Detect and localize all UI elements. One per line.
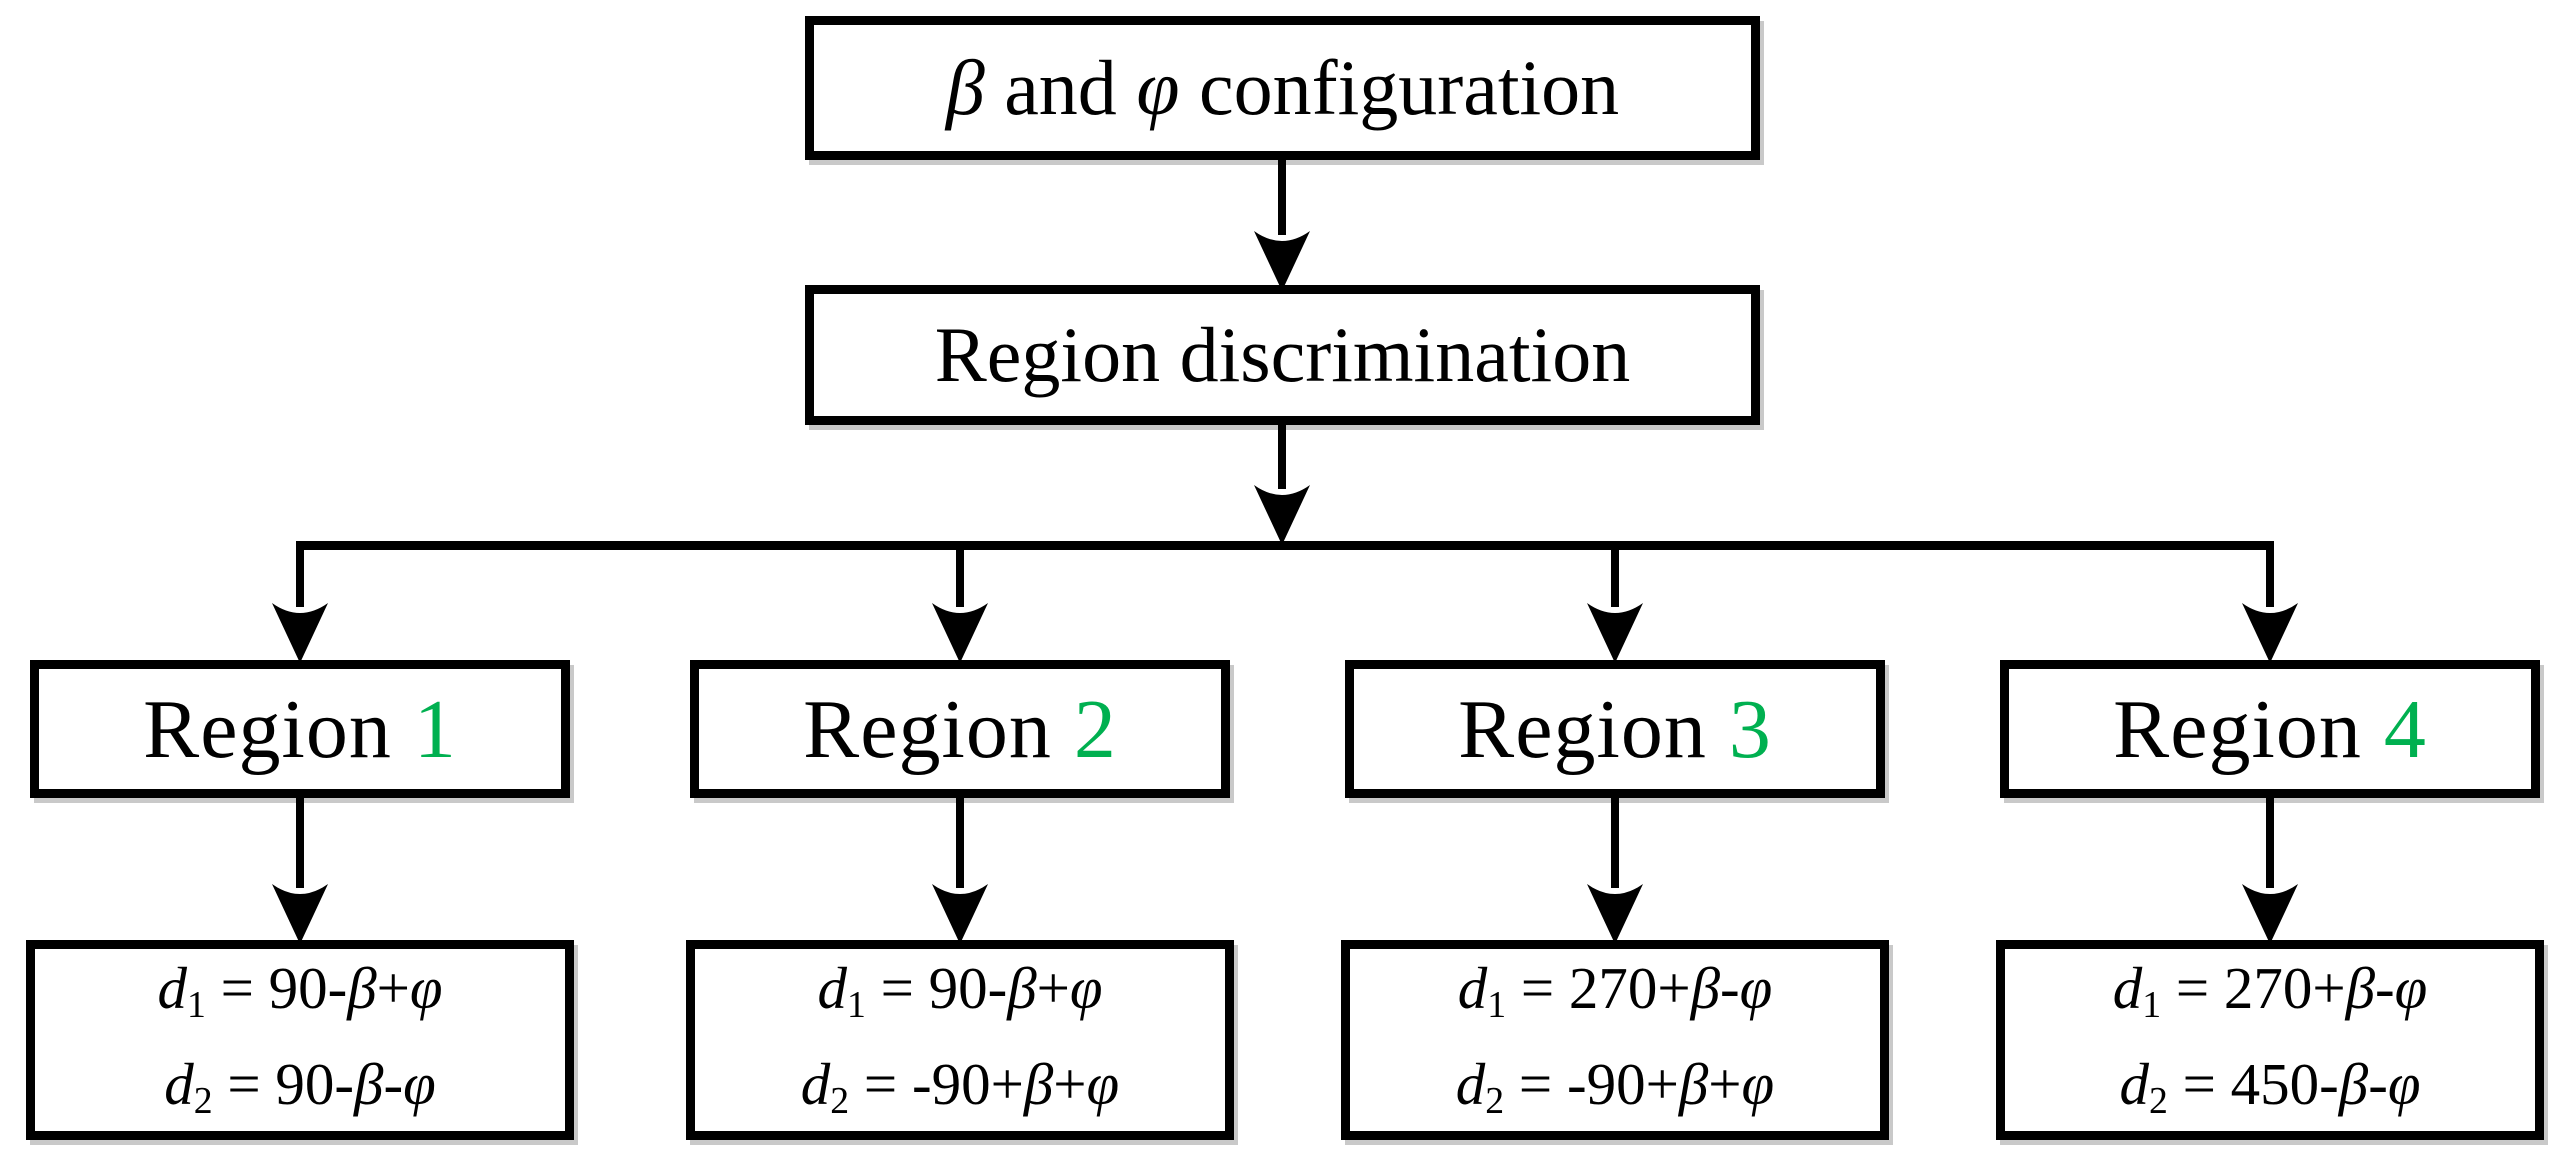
formula-d1-region-4: d1 = 270+β-φ [2112, 955, 2428, 1027]
arrow-region-1-to-formula-icon [272, 790, 328, 944]
formula-d2-region-2: d2 = -90+β+φ [800, 1051, 1120, 1123]
branch-line [296, 541, 2274, 550]
node-config: β and φ configuration [805, 16, 1760, 160]
node-formulas-region-1: d1 = 90-β+φ d2 = 90-β-φ [26, 940, 574, 1140]
formula-d1-region-1: d1 = 90-β+φ [157, 955, 443, 1027]
node-region-2: Region 2 [690, 660, 1230, 798]
arrow-branch-to-region-2-icon [932, 542, 988, 663]
arrow-branch-to-region-1-icon [272, 542, 328, 663]
node-region-1: Region 1 [30, 660, 570, 798]
arrow-branch-to-region-3-icon [1587, 542, 1643, 663]
formula-d2-region-4: d2 = 450-β-φ [2119, 1051, 2421, 1123]
node-formulas-region-4: d1 = 270+β-φ d2 = 450-β-φ [1996, 940, 2544, 1140]
node-region-4: Region 4 [2000, 660, 2540, 798]
formula-d1-region-2: d1 = 90-β+φ [817, 955, 1103, 1027]
arrow-discrimination-to-branch-icon [1254, 417, 1310, 545]
node-region-3: Region 3 [1345, 660, 1885, 798]
formula-d2-region-1: d2 = 90-β-φ [164, 1051, 436, 1123]
node-region-1-label: Region 1 [143, 682, 457, 776]
formula-d2-region-3: d2 = -90+β+φ [1455, 1051, 1775, 1123]
arrow-region-4-to-formula-icon [2242, 790, 2298, 944]
node-config-label: β and φ configuration [945, 44, 1620, 131]
arrow-region-2-to-formula-icon [932, 790, 988, 944]
formula-d1-region-3: d1 = 270+β-φ [1457, 955, 1773, 1027]
arrow-config-to-discrimination-icon [1254, 152, 1310, 291]
node-region-4-label: Region 4 [2113, 682, 2427, 776]
node-formulas-region-2: d1 = 90-β+φ d2 = -90+β+φ [686, 940, 1234, 1140]
node-discrimination-label: Region discrimination [934, 311, 1631, 398]
arrow-branch-to-region-4-icon [2242, 542, 2298, 663]
node-discrimination: Region discrimination [805, 285, 1760, 425]
node-region-3-label: Region 3 [1458, 682, 1772, 776]
node-formulas-region-3: d1 = 270+β-φ d2 = -90+β+φ [1341, 940, 1889, 1140]
node-region-2-label: Region 2 [803, 682, 1117, 776]
arrow-region-3-to-formula-icon [1587, 790, 1643, 944]
